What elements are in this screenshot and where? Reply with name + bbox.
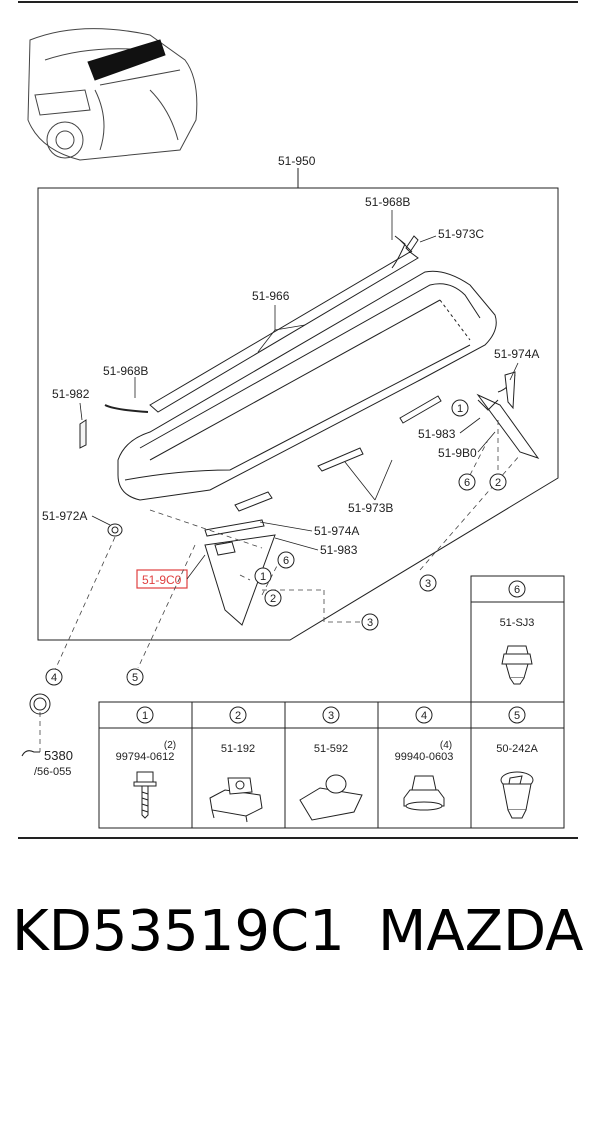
label-clip-top: 51-973C (438, 227, 484, 241)
fastener-qty-1: (2) (164, 740, 176, 751)
fastener-part-6: 51-SJ3 (500, 617, 535, 629)
label-nut-ref-sub: /56-055 (34, 766, 71, 778)
fastener-header-6: 6 (514, 584, 520, 596)
fastener-part-5: 50-242A (496, 743, 538, 755)
fastener-part-4: 99940-0603 (395, 751, 454, 763)
label-upper-molding: 51-966 (252, 289, 290, 303)
callout-2-b: 2 (270, 593, 276, 605)
callout-3-b: 3 (367, 617, 373, 629)
cap-panel-inner (214, 541, 236, 556)
retainer-clip-icon (501, 645, 533, 685)
flange-nut-icon (403, 775, 445, 811)
callout-1-b: 1 (260, 571, 266, 583)
speed-nut-icon (209, 777, 263, 823)
fastener-header-5: 5 (514, 710, 520, 722)
label-left-seal: 51-982 (52, 387, 90, 401)
center-tape-shapes (234, 395, 442, 512)
lower-tape-shape (204, 519, 265, 537)
fastener-part-3: 51-592 (314, 743, 348, 755)
caption-brand: MAZDA (378, 899, 584, 964)
label-side-bracket-top: 51-968B (365, 195, 410, 209)
label-right-part: 51-974A (494, 347, 539, 361)
callout-3-a: 3 (425, 578, 431, 590)
callout-6-b: 6 (283, 555, 289, 567)
fastener-qty-4: (4) (440, 740, 452, 751)
callout-6-a: 6 (464, 477, 470, 489)
fastener-headers: 1 2 3 4 5 6 (142, 584, 520, 722)
nut-icon (21, 693, 51, 757)
fastener-table (98, 575, 565, 829)
parts-diagram: 51-950 51-968B 51-973C 51-966 51-968B 51… (18, 1, 578, 839)
fastener-header-2: 2 (235, 710, 241, 722)
label-grommet: 51-972A (42, 509, 87, 523)
fastener-header-4: 4 (421, 710, 427, 722)
label-lower-tape: 51-974A (314, 524, 359, 538)
callout-1-a: 1 (457, 403, 463, 415)
callout-4-a: 4 (51, 672, 57, 684)
left-seal-shape (79, 419, 87, 449)
assembly-frame (37, 187, 559, 641)
spoiler-body (117, 270, 497, 501)
car-thumbnail (27, 28, 198, 161)
bolt-icon (133, 771, 157, 819)
right-bracket-shapes (476, 371, 540, 459)
fastener-header-circles (136, 580, 526, 724)
fastener-part-2: 51-192 (221, 743, 255, 755)
label-lower-seal: 51-983 (320, 543, 358, 557)
callouts (45, 399, 507, 686)
fastener-part-numbers: 99794-0612 (2) 51-192 51-592 99940-0603 … (116, 617, 539, 763)
clip-nut-icon (299, 774, 363, 821)
push-clip-icon (500, 771, 534, 819)
callout-5-a: 5 (132, 672, 138, 684)
left-bracket-shape (104, 404, 149, 413)
label-assembly: 51-950 (278, 154, 316, 168)
caption-part-number: KD53519C1 (12, 899, 345, 964)
label-highlighted-part[interactable]: 51-9C0 (142, 573, 182, 587)
callout-numbers: 1 6 2 3 6 1 2 3 4 5 (51, 403, 501, 684)
clip-top-shape (405, 235, 419, 253)
fastener-part-1: 99794-0612 (116, 751, 175, 763)
upper-molding (149, 235, 419, 413)
fastener-header-3: 3 (328, 710, 334, 722)
grommet-shape (107, 523, 123, 537)
fastener-header-1: 1 (142, 710, 148, 722)
label-center-tape: 51-973B (348, 501, 393, 515)
part-caption: KD53519C1 MAZDA (0, 892, 600, 972)
cap-panel-shape (204, 534, 276, 626)
label-nut-ref: 5380 (44, 748, 73, 763)
label-right-bracket: 51-9B0 (438, 446, 477, 460)
leader-lines (79, 210, 519, 580)
label-right-seal: 51-983 (418, 427, 456, 441)
label-left-bracket: 51-968B (103, 364, 148, 378)
callout-2-a: 2 (495, 477, 501, 489)
